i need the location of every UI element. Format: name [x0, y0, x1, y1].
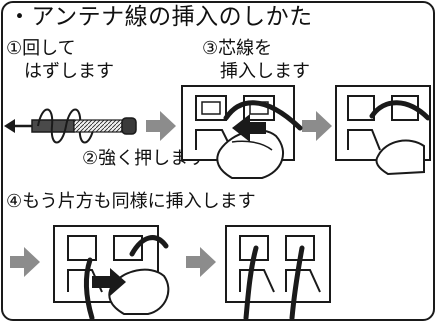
page-title: ・アンテナ線の挿入のしかた [8, 4, 313, 30]
step3-label-line2: 挿入します [220, 61, 310, 82]
step4-label: ④もう片方も同様に挿入します [6, 191, 256, 212]
wire-icon [83, 257, 95, 321]
right-arrow-icon [302, 111, 332, 141]
right-arrow-icon [10, 247, 40, 277]
twist-cable-figure [4, 108, 137, 144]
step1-label-line1: ①回して [6, 38, 76, 59]
push-arrow-icon [92, 268, 126, 296]
wire-icon [243, 245, 259, 321]
right-arrow-icon [146, 111, 176, 141]
step2-label: ②強く押します [82, 148, 207, 169]
cable-braid [73, 119, 123, 133]
arrow-left-icon [4, 119, 32, 133]
wire-icon [223, 100, 303, 131]
step1-label-line2: はずします [24, 61, 114, 82]
wire-icon [289, 245, 305, 321]
right-arrow-icon [186, 247, 216, 277]
wire-icon [129, 235, 169, 257]
cable-end [121, 117, 137, 135]
push-arrow-icon [232, 114, 266, 142]
wire-icon [369, 100, 431, 121]
terminal-icon [225, 225, 331, 303]
hand-icon [375, 139, 425, 176]
twist-motion-icon [37, 108, 95, 144]
step3-label-line1: ③芯線を [202, 38, 273, 59]
